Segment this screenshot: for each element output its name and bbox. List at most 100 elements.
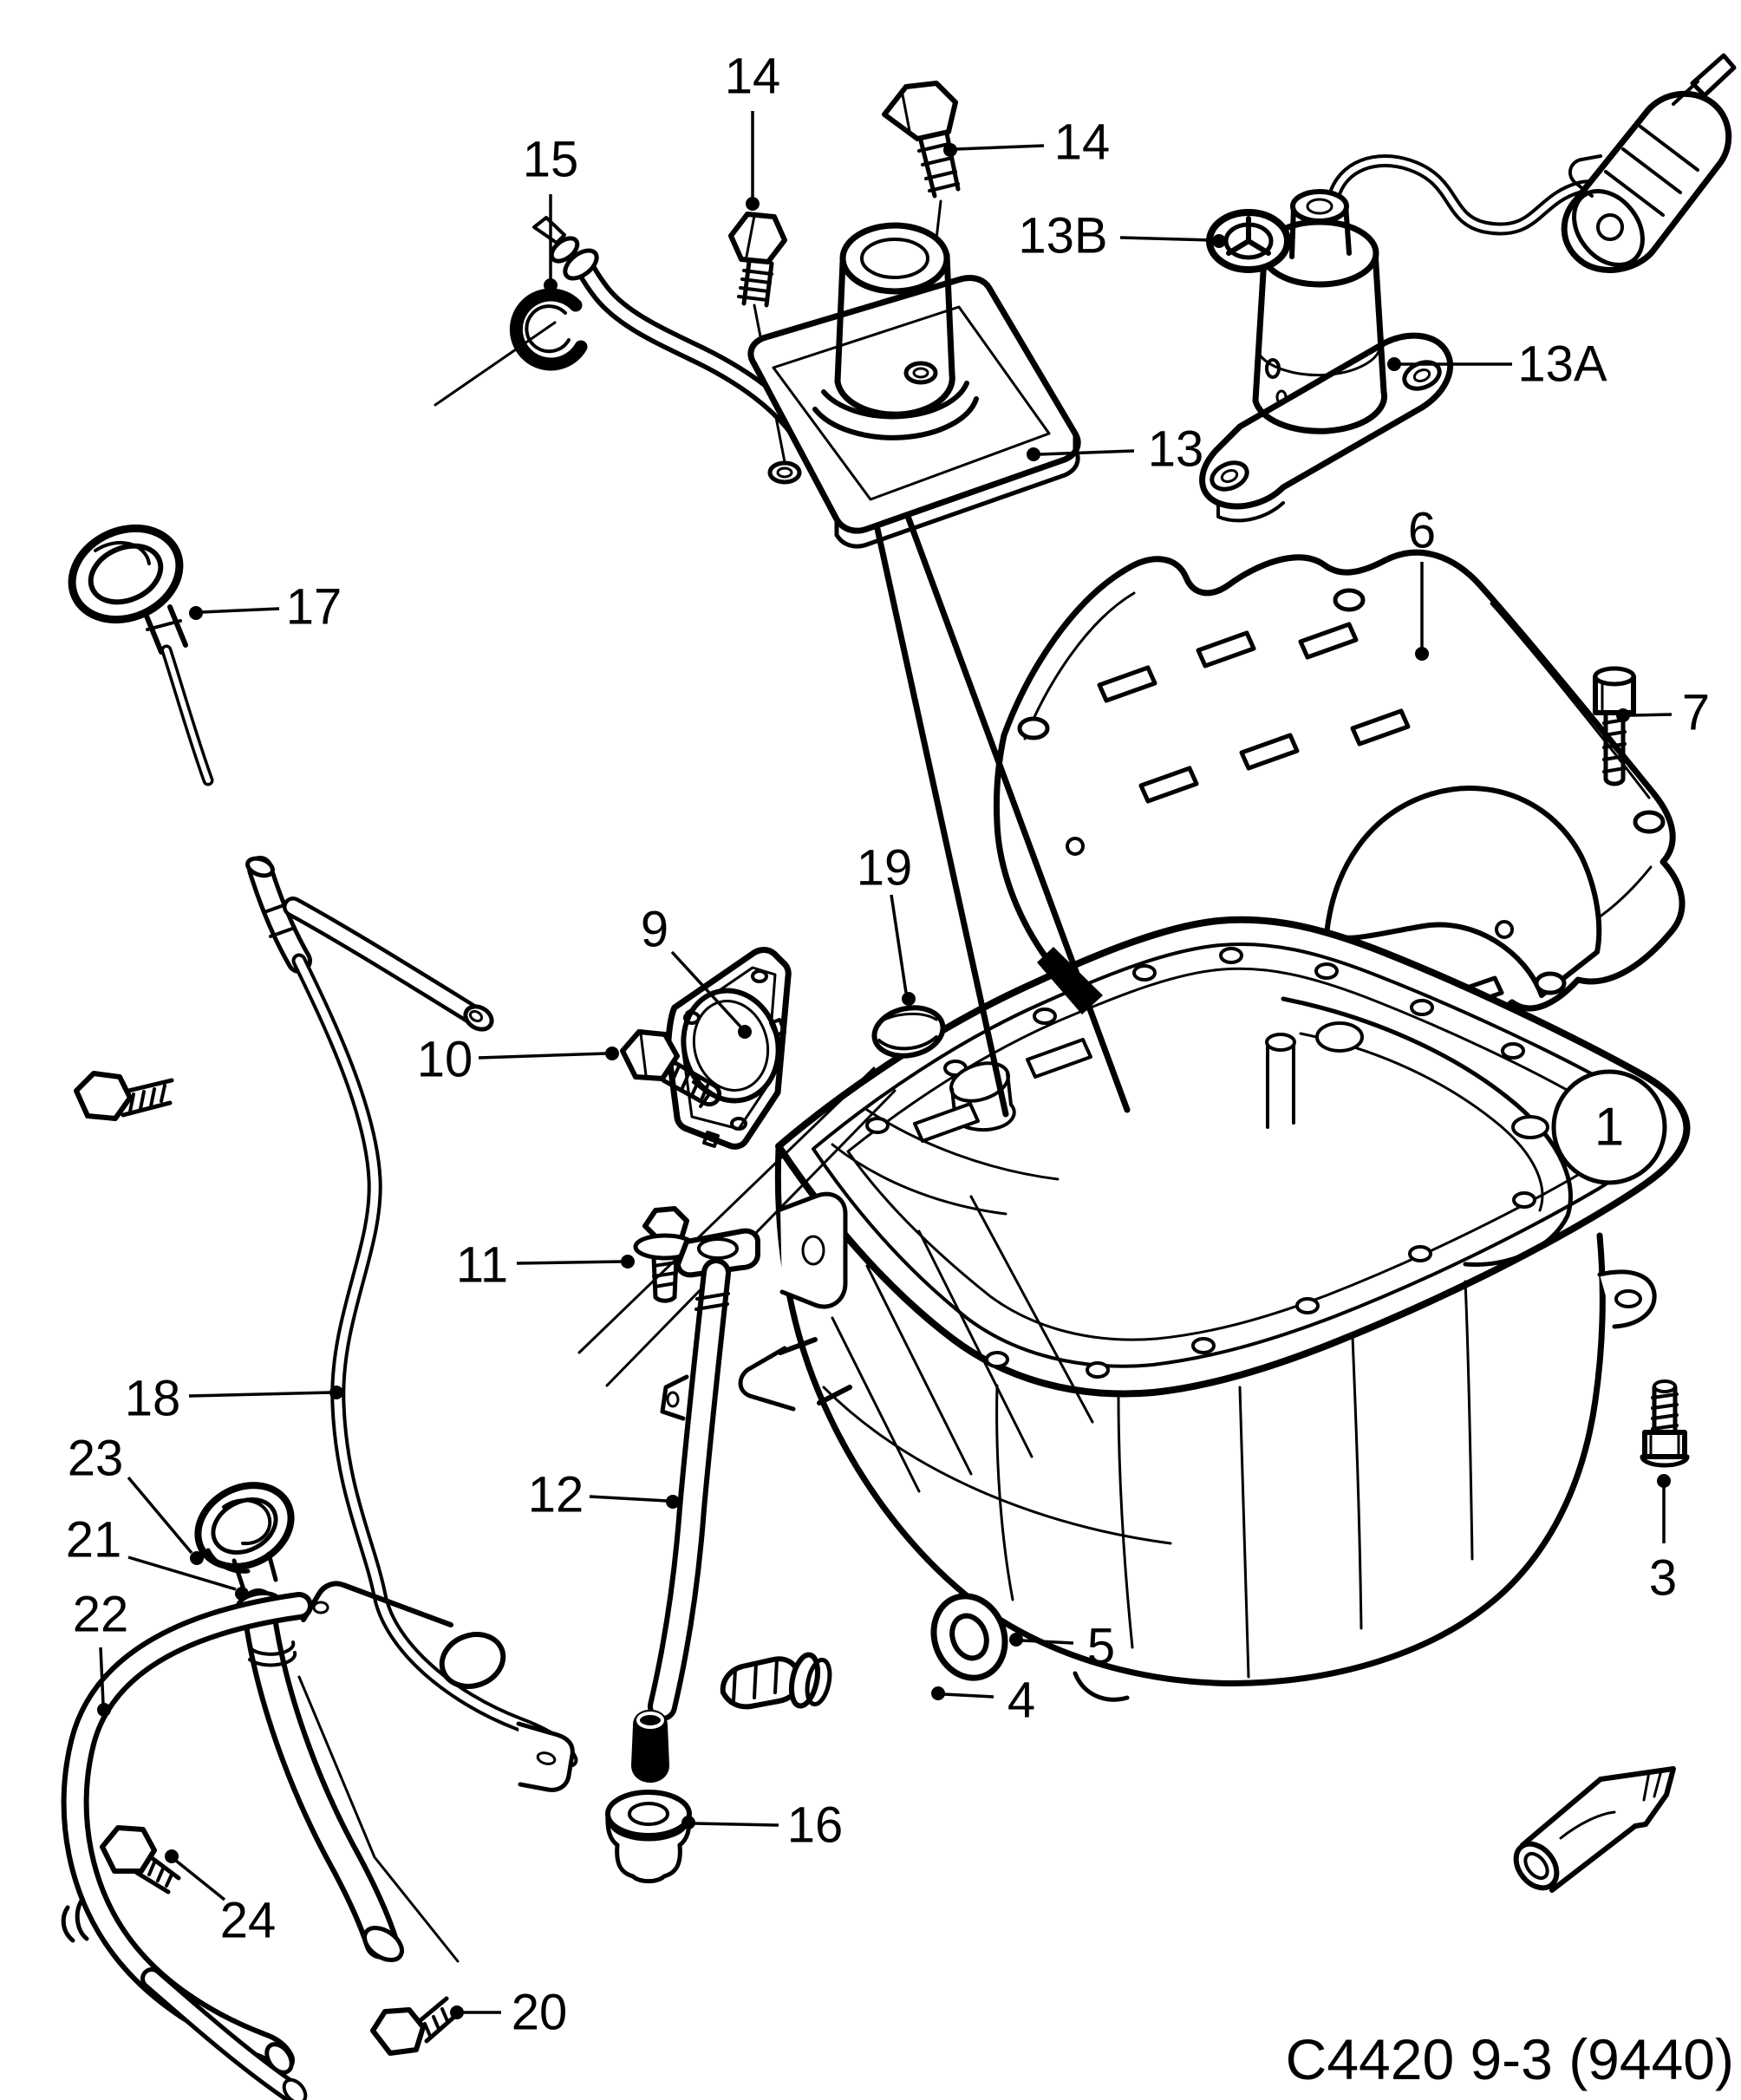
leader-dot (1212, 234, 1226, 248)
callout-label: 12 (528, 1467, 584, 1523)
callout-label: 9 (641, 902, 668, 958)
breather-hose-22 (61, 1592, 460, 2100)
leader-dot (544, 278, 558, 292)
callout-1[interactable]: 1 (1551, 1069, 1667, 1185)
callout-13b[interactable]: 13B (1018, 208, 1226, 264)
callout-label: 20 (512, 1985, 568, 2041)
callout-label: 1 (1594, 1098, 1624, 1158)
dipstick-17 (68, 524, 214, 786)
callout-label: 7 (1682, 685, 1710, 741)
drain-plug-4 (720, 1652, 832, 1710)
leader-dot (1027, 447, 1040, 461)
callout-7[interactable]: 7 (1616, 685, 1710, 741)
callout-label: 10 (417, 1032, 473, 1088)
callout-label: 13A (1517, 336, 1607, 393)
callout-label: 15 (523, 132, 579, 188)
callout-label: 19 (857, 840, 913, 897)
e-clip-15 (434, 288, 588, 407)
callout-21[interactable]: 21 (66, 1512, 249, 1601)
callout-3[interactable]: 3 (1649, 1474, 1677, 1607)
callout-label: 17 (286, 579, 342, 636)
callout-label: 4 (1007, 1673, 1035, 1729)
callout-label: 14 (1054, 114, 1111, 171)
leader-dot (746, 197, 760, 211)
callout-12[interactable]: 12 (528, 1467, 680, 1523)
callout-label: 13B (1018, 208, 1107, 264)
callout-label: 18 (125, 1371, 181, 1427)
callout-label: 23 (68, 1431, 124, 1487)
leader-dot (738, 1025, 752, 1039)
callout-23[interactable]: 23 (68, 1431, 204, 1566)
plug-19 (871, 1005, 946, 1059)
filler-tube-21 (235, 1581, 506, 1962)
callout-14[interactable]: 14 (943, 114, 1110, 171)
callout-15[interactable]: 15 (523, 132, 579, 293)
callout-18[interactable]: 18 (125, 1371, 343, 1427)
leader-dot (1387, 357, 1401, 371)
callout-5[interactable]: 5 (1009, 1619, 1115, 1675)
leader-dot (1616, 708, 1630, 722)
grommet-16 (605, 1790, 692, 1884)
callout-22[interactable]: 22 (73, 1587, 129, 1718)
callout-circle (1551, 1069, 1667, 1185)
assembly-lines-sensor (874, 515, 1131, 1118)
callout-label: 13 (1148, 421, 1204, 478)
bolt-7 (1593, 666, 1636, 786)
bolt-10 (620, 1029, 722, 1107)
callout-4[interactable]: 4 (931, 1673, 1035, 1729)
callout-label: 6 (1408, 503, 1436, 559)
callout-label: 3 (1649, 1550, 1677, 1607)
callout-label: 5 (1087, 1619, 1115, 1675)
bolt-14-right (882, 81, 961, 199)
callout-label: 22 (73, 1587, 129, 1643)
callout-14[interactable]: 14 (725, 49, 781, 212)
callout-label: 24 (220, 1893, 277, 1949)
leader-dot (329, 1386, 343, 1399)
callout-label: 14 (725, 49, 781, 105)
leader-dot (931, 1686, 945, 1700)
pickup-tube-12 (577, 1066, 897, 1783)
callout-label: 21 (66, 1512, 122, 1568)
filler-cap-23 (194, 1482, 295, 1589)
callout-19[interactable]: 19 (857, 840, 916, 1007)
leader-dot (450, 2005, 464, 2019)
callout-11[interactable]: 11 (456, 1237, 635, 1294)
leader-dot (943, 143, 957, 157)
oil-pan-1 (738, 916, 1691, 1702)
seal-plate-9 (665, 947, 792, 1150)
seal-ring-5 (930, 1593, 1008, 1681)
part-code: C4420 9-3 (9440) (1286, 2027, 1734, 2091)
callout-13a[interactable]: 13A (1387, 336, 1607, 393)
callout-6[interactable]: 6 (1408, 503, 1436, 662)
leader-dot (1009, 1633, 1023, 1647)
leader-dot (1657, 1474, 1671, 1488)
leader-dot (902, 992, 916, 1006)
bolt-14-left (728, 212, 787, 308)
callout-label: 16 (787, 1797, 844, 1854)
leader-dot (189, 606, 203, 620)
oil-level-sensor-13a (1199, 53, 1737, 523)
leader-dot (97, 1703, 111, 1717)
leader-dot (666, 1495, 680, 1509)
callout-9[interactable]: 9 (641, 902, 752, 1040)
sealant-tube-8 (1513, 1766, 1676, 1893)
leader-dot (621, 1255, 635, 1268)
callout-10[interactable]: 10 (417, 1032, 619, 1088)
callout-20[interactable]: 20 (450, 1985, 567, 2041)
dipstick-guide-tube-18 (245, 856, 578, 1792)
callout-13[interactable]: 13 (1027, 421, 1203, 478)
bolt-3 (1640, 1379, 1690, 1468)
leader-dot (681, 1816, 695, 1829)
callout-24[interactable]: 24 (165, 1849, 276, 1949)
leader-dot (165, 1849, 179, 1863)
oil-level-sensor-13 (532, 199, 1081, 549)
callout-16[interactable]: 16 (681, 1797, 843, 1854)
cable-connector (1561, 53, 1737, 273)
bracket-bolt (74, 1071, 174, 1121)
leader-dot (605, 1047, 619, 1060)
bolt-24 (100, 1825, 181, 1895)
callout-17[interactable]: 17 (189, 579, 342, 636)
